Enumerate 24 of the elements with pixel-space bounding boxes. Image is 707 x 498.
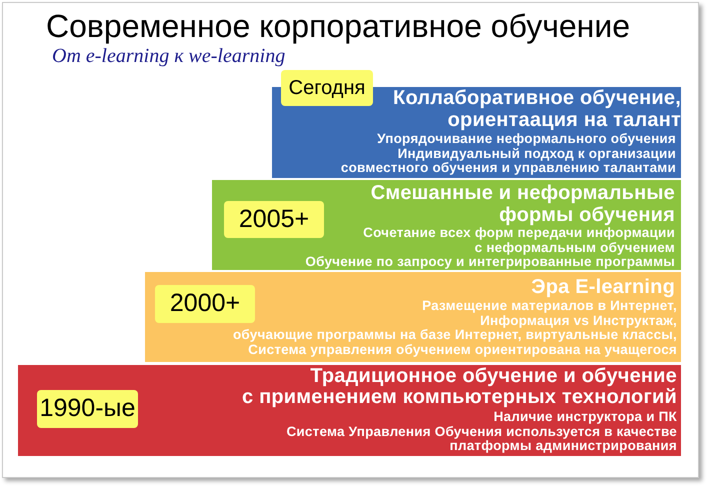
band-description: Обучение по запросу и интегрированные программы — [305, 255, 676, 270]
band-heading: Смешанные и неформальные формы обучения — [370, 182, 676, 226]
band-heading: Эра E-learning — [531, 276, 676, 298]
timeline-band — [212, 180, 681, 270]
year-tag: 2005+ — [224, 201, 324, 238]
band-description: Размещение материалов в Интернет, — [422, 299, 678, 314]
year-tag: 1990-ые — [37, 390, 138, 428]
subtitle: От e-learning к we-learning — [52, 44, 286, 68]
year-tag: 2000+ — [155, 285, 255, 323]
band-description: Наличие инструктора и ПК — [494, 410, 678, 424]
band-description: обучающие программы на базе Интернет, виртуальные классы, — [232, 328, 678, 342]
timeline-band — [18, 365, 681, 456]
band-description: Информация vs Инструктаж, — [480, 314, 678, 328]
band-description: Упорядочивание неформального обучения — [377, 132, 677, 146]
band-heading: с применением компьютерных технологий — [242, 387, 678, 408]
band-description: Система Управления Обучения используется в качестве платформы администрирования — [285, 424, 678, 454]
title: Современное корпоративное обучение — [46, 7, 630, 46]
timeline-band — [145, 272, 681, 362]
band-description: Сочетание всех форм передачи информации с неформальным обучением — [362, 226, 676, 255]
band-description: Индивидуальный подход к организации совместного обучения и управлению талантами — [340, 146, 677, 176]
band-heading: Коллаборативное обучение, ориентаация на талант — [392, 87, 681, 131]
band-description: Система управления обучением ориентирована на учащегося — [248, 342, 678, 357]
year-tag: Сегодня — [281, 70, 373, 106]
band-heading: Традиционное обучение и обучение — [310, 366, 678, 387]
